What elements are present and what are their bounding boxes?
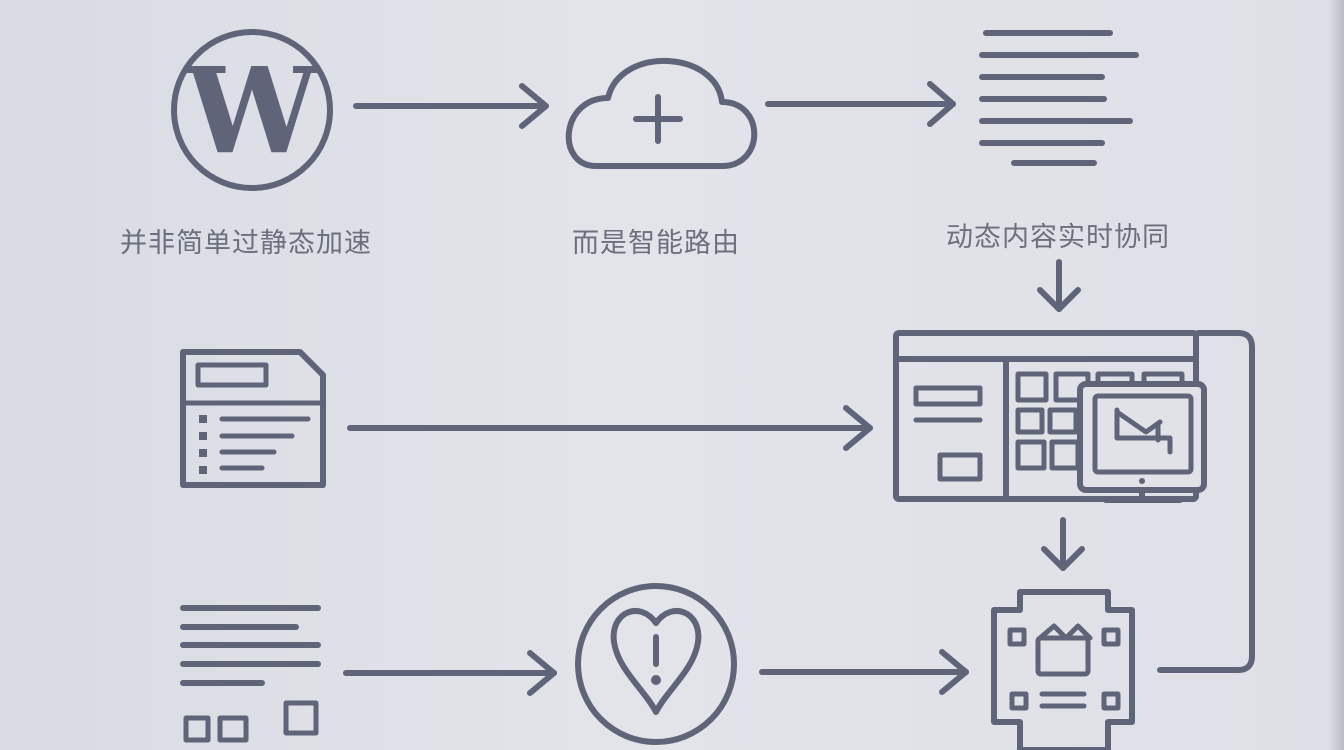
loop-connector — [1157, 330, 1255, 673]
wordpress-letter: W — [184, 41, 320, 180]
arrow-dashboard-to-chip — [1041, 517, 1085, 571]
arrow-blocks-to-heart — [343, 650, 557, 696]
label-content: 动态内容实时协同 — [946, 222, 1170, 253]
form-document-icon — [180, 349, 326, 488]
chip-icon — [991, 589, 1135, 750]
arrow-form-to-dashboard — [347, 405, 873, 451]
wordpress-icon: W — [171, 29, 333, 191]
label-cloud: 而是智能路由 — [572, 228, 740, 259]
heart-alert-icon — [575, 583, 737, 745]
text-lines-icon — [979, 30, 1139, 166]
monitor-icon — [1077, 381, 1207, 503]
page-edge-shadow — [1328, 0, 1344, 750]
text-blocks-icon — [180, 605, 321, 743]
cloud-plus-icon — [565, 57, 758, 169]
label-wordpress: 并非简单过静态加速 — [120, 228, 372, 259]
arrow-cloud-to-lines — [765, 81, 956, 127]
arrow-heart-to-chip — [759, 649, 969, 695]
arrow-wordpress-to-cloud — [353, 83, 549, 129]
arrow-down-to-dashboard — [1037, 259, 1081, 312]
